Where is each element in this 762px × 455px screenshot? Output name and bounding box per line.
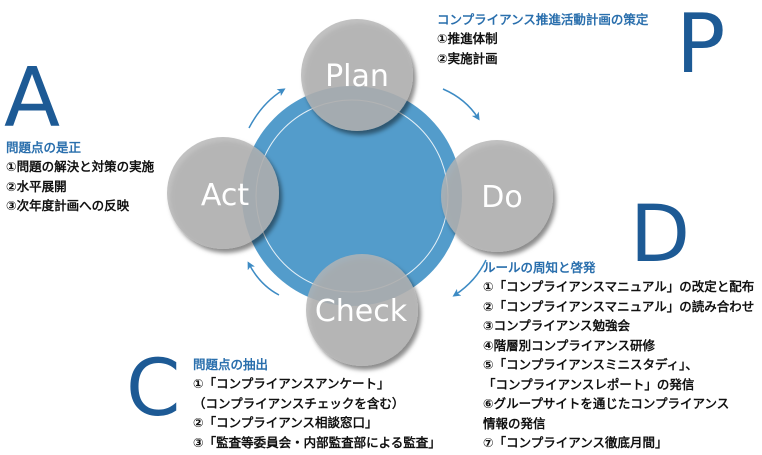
do-block-item: ①「コンプライアンスマニュアル」の改定と配布 [483, 279, 755, 294]
plan-block-title: コンプライアンス推進活動計画の策定 [437, 12, 649, 27]
arrow-plan-to-do [442, 88, 480, 121]
do-block-item: ②「コンプライアンスマニュアル」の読み合わせ [483, 298, 755, 314]
plan-block-item: ①推進体制 [437, 31, 498, 46]
plan-block-item: ②実施計画 [437, 50, 498, 66]
letter-c: C [126, 344, 181, 434]
do-block: ルールの周知と啓発 ①「コンプライアンスマニュアル」の改定と配布 ②「コンプライ… [483, 258, 754, 453]
do-block-item: ⑤「コンプライアンスミニスタディ」、 [483, 357, 698, 372]
arrow-act-to-plan [248, 88, 286, 129]
act-block-title: 問題点の是正 [6, 140, 82, 155]
phase-act-circle [167, 137, 279, 249]
phase-plan: Plan [301, 19, 413, 131]
central-circle [242, 86, 462, 306]
do-block-title: ルールの周知と啓発 [483, 260, 596, 275]
do-block-item: 情報の発信 [483, 415, 546, 431]
do-block-item: ④階層別コンプライアンス研修 [483, 337, 655, 353]
phase-check-label: Check [315, 294, 408, 329]
letter-d: D [630, 190, 691, 280]
act-block-item: ②水平展開 [6, 178, 67, 194]
check-block-title: 問題点の抽出 [193, 357, 269, 372]
act-block: 問題点の是正 ①問題の解決と対策の実施 ②水平展開 ③次年度計画への反映 [6, 138, 154, 216]
act-block-item: ③次年度計画への反映 [6, 198, 130, 213]
phase-act-label: Act [201, 178, 249, 213]
arrow-do-to-check [452, 259, 487, 297]
letter-a: A [4, 51, 61, 146]
phase-check: Check [306, 254, 418, 366]
do-block-item: 「コンプライアンスレポート」の発信 [483, 376, 695, 392]
plan-block: コンプライアンス推進活動計画の策定 ①推進体制 ②実施計画 [437, 10, 648, 68]
phase-act: Act [167, 137, 279, 249]
do-block-item: ③コンプライアンス勉強会 [483, 318, 630, 333]
letter-p: P [676, 0, 726, 92]
phase-plan-circle [301, 19, 413, 131]
phase-plan-label: Plan [325, 59, 389, 94]
phase-check-circle [306, 254, 418, 366]
phase-do-circle [441, 140, 553, 252]
phase-do-label: Do [481, 180, 522, 215]
check-block-item: ②「コンプライアンス相談窓口」 [193, 415, 378, 430]
do-block-item: ⑥グループサイトを通じたコンプライアンス [483, 396, 730, 411]
check-block-item: ③「監査等委員会・内部監査部による監査」 [193, 434, 441, 450]
act-block-item: ①問題の解決と対策の実施 [6, 159, 155, 174]
check-block: 問題点の抽出 ①「コンプライアンスアンケート」 （コンプライアンスチェックを含む… [193, 355, 441, 452]
arrow-check-to-act [247, 261, 280, 296]
do-block-item: ⑦「コンプライアンス徹底月間」 [483, 435, 668, 450]
check-block-item: （コンプライアンスチェックを含む） [193, 395, 405, 411]
check-block-item: ①「コンプライアンスアンケート」 [193, 376, 390, 391]
phase-do: Do [441, 140, 553, 252]
